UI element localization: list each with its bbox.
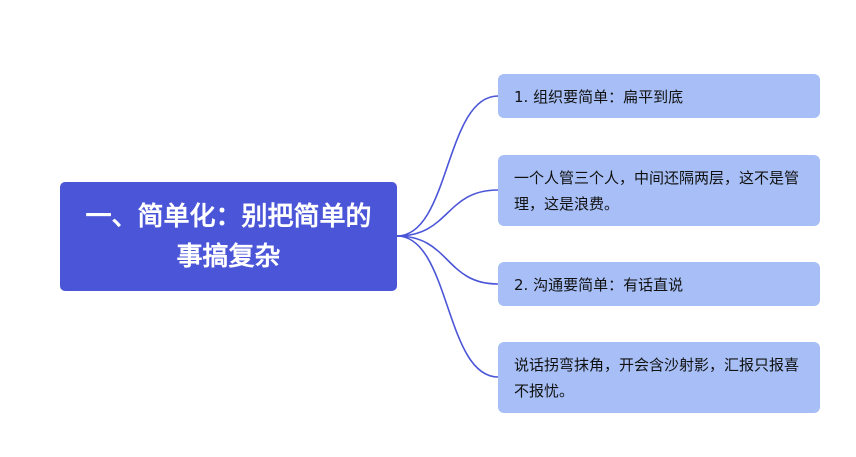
connector-line-3: [396, 235, 499, 285]
branch-topic-label: 1. 组织要简单：扁平到底: [514, 87, 684, 106]
branch-topic-organization[interactable]: 1. 组织要简单：扁平到底: [498, 74, 820, 118]
root-topic[interactable]: 一、简单化：别把简单的事搞复杂: [60, 182, 397, 291]
branch-topic-management-waste[interactable]: 一个人管三个人，中间还隔两层，这不是管理，这是浪费。: [498, 155, 820, 226]
branch-topic-label: 2. 沟通要简单：有话直说: [514, 275, 684, 294]
connector-line-1: [396, 95, 499, 237]
root-topic-label: 一、简单化：别把简单的事搞复杂: [85, 201, 372, 272]
branch-topic-label: 说话拐弯抹角，开会含沙射影，汇报只报喜不报忧。: [514, 355, 800, 400]
branch-topic-label: 一个人管三个人，中间还隔两层，这不是管理，这是浪费。: [514, 168, 800, 213]
branch-topic-indirect-speech[interactable]: 说话拐弯抹角，开会含沙射影，汇报只报喜不报忧。: [498, 342, 820, 413]
connector-line-2: [396, 189, 499, 237]
connector-line-4: [396, 235, 499, 378]
branch-topic-communication[interactable]: 2. 沟通要简单：有话直说: [498, 262, 820, 306]
